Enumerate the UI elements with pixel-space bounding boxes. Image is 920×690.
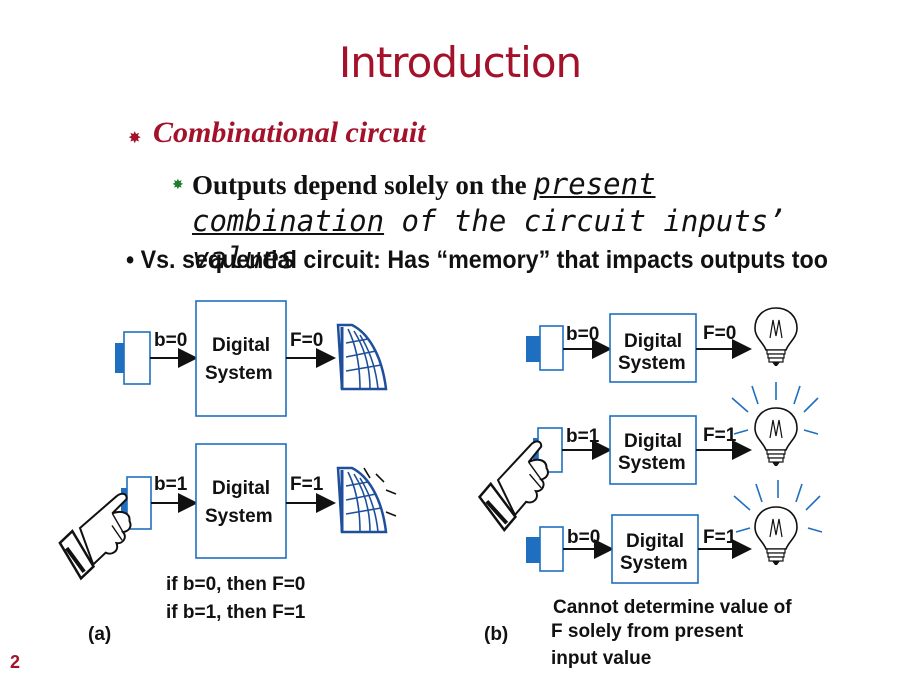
switch-box <box>126 476 152 530</box>
caption-line3: input value <box>551 648 651 669</box>
light-rays <box>733 480 823 533</box>
digital-system-box <box>609 415 697 485</box>
slide-title: Introduction <box>338 38 582 87</box>
light-bulb-icon <box>754 307 798 367</box>
sub-bullet-marker-icon: ✸ <box>172 176 184 192</box>
input-label: b=0 <box>567 527 600 548</box>
output-label: F=0 <box>290 330 323 351</box>
digital-system-box <box>195 443 287 559</box>
switch-box <box>123 331 151 385</box>
bullet-text-rest: of the circuit inputs’ values <box>192 204 786 275</box>
bullet-combinational: Combinational circuit <box>153 116 426 149</box>
output-label: F=1 <box>290 474 324 495</box>
diagram-b-row2: b=1 Digital System F=1 <box>467 382 819 536</box>
caption-line1: Cannot determine value of <box>553 597 792 618</box>
light-rays <box>731 382 819 435</box>
button-icon <box>526 537 540 563</box>
system-label-line1: Digital <box>212 478 270 499</box>
bullet-outputs-depend: Outputs depend solely on the present com… <box>192 166 892 277</box>
output-label: F=1 <box>703 527 737 548</box>
button-icon <box>115 343 124 373</box>
bullet-marker-icon: ✸ <box>128 130 142 147</box>
bullet-text-present: present <box>533 167 656 201</box>
system-label-line2: System <box>618 453 686 474</box>
system-label-line2: System <box>618 353 686 374</box>
input-label: b=0 <box>566 324 599 345</box>
system-label-line1: Digital <box>212 335 270 356</box>
system-label-line1: Digital <box>624 431 682 452</box>
bullet-text-combination: combination <box>192 204 385 238</box>
button-icon <box>526 336 540 362</box>
bullet-sequential: • Vs. sequential circuit: Has “memory” t… <box>126 246 828 274</box>
digital-system-box <box>609 313 697 383</box>
digital-system-box <box>611 514 699 584</box>
input-label: b=0 <box>154 330 187 351</box>
page-number: 2 <box>10 652 21 672</box>
digital-system-box <box>195 300 287 417</box>
output-label: F=0 <box>703 323 736 344</box>
system-label-line2: System <box>205 506 273 527</box>
switch-box <box>539 325 564 371</box>
system-label-line2: System <box>205 363 273 384</box>
caption-line2: F solely from present <box>551 621 744 642</box>
fan-icon <box>336 323 388 391</box>
input-label: b=1 <box>154 474 188 495</box>
label-a: (a) <box>88 624 111 645</box>
system-label-line1: Digital <box>624 331 682 352</box>
input-label: b=1 <box>566 426 600 447</box>
diagram-a-bottom: b=1 Digital System F=1 <box>52 443 397 583</box>
diagram-b-row1: b=0 Digital System F=0 <box>526 307 798 383</box>
system-label-line1: Digital <box>626 531 684 552</box>
rule-b0: if b=0, then F=0 <box>166 574 305 595</box>
diagram-b-row3: b=0 Digital System F=1 <box>526 480 823 584</box>
output-label: F=1 <box>703 425 737 446</box>
system-label-line2: System <box>620 553 688 574</box>
light-bulb-icon <box>754 506 798 566</box>
motion-lines <box>363 467 397 517</box>
light-bulb-icon <box>754 407 798 467</box>
switch-box <box>539 526 564 572</box>
bullet-text-a: Outputs depend solely on the <box>192 170 534 200</box>
diagram-a-top: b=0 Digital System F=0 <box>115 300 388 417</box>
label-b: (b) <box>484 624 508 645</box>
rule-b1: if b=1, then F=1 <box>166 602 306 623</box>
